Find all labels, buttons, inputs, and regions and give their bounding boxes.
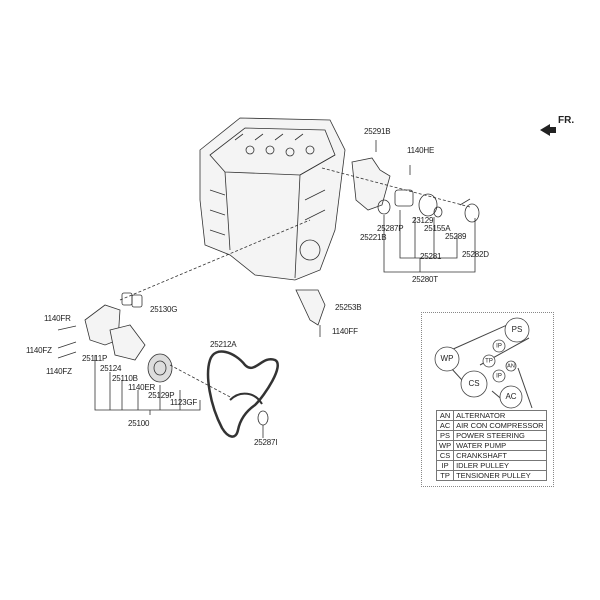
part-label: 1140HE — [407, 146, 435, 155]
part-label: 1140ER — [128, 383, 156, 392]
pulley-label: AN — [507, 363, 515, 369]
pulley-ip-2 — [492, 369, 506, 383]
part-label: 25130G — [150, 305, 178, 314]
legend-name: CRANKSHAFT — [453, 450, 547, 461]
legend-name: AIR CON COMPRESSOR — [453, 420, 547, 431]
part-label: 25100 — [128, 419, 150, 428]
legend-name: TENSIONER PULLEY — [453, 470, 547, 481]
part-label: 1140FF — [332, 327, 358, 336]
pulley-label: AC — [505, 392, 516, 401]
part-label: 25110B — [112, 374, 138, 383]
part-label: 25282D — [462, 250, 489, 259]
part-label: 1140FZ — [46, 367, 72, 376]
part-label: 1123GF — [170, 398, 198, 407]
legend-code: TP — [435, 470, 455, 481]
legend-name: ALTERNATOR — [453, 410, 547, 421]
part-label: 25253B — [335, 303, 362, 312]
front-direction-label: FR. — [558, 115, 575, 126]
legend-code: WP — [435, 440, 455, 451]
pulley-label: TP — [485, 359, 493, 365]
part-label: 25129P — [148, 391, 175, 400]
legend-code: CS — [435, 450, 455, 461]
part-label: 25155A — [424, 224, 451, 233]
part-label: 25212A — [210, 340, 237, 349]
legend-name: IDLER PULLEY — [453, 460, 547, 471]
pulley-tp — [482, 354, 496, 368]
pulley-ps — [504, 317, 530, 343]
engine-block-drawing — [199, 117, 346, 281]
pulley-label: CS — [468, 379, 479, 388]
part-label: 25281 — [420, 252, 442, 261]
pulley-label: PS — [512, 325, 523, 334]
pulley-label: IP — [496, 374, 502, 380]
pulley-label: WP — [441, 354, 454, 363]
pulley-label: IP — [496, 344, 502, 350]
legend-code: AC — [435, 420, 455, 431]
legend-code: IP — [435, 460, 455, 471]
part-label: 25287I — [254, 438, 278, 447]
part-label: 25280T — [412, 275, 438, 284]
legend-code: AN — [435, 410, 455, 421]
pulley-an — [505, 360, 517, 372]
part-label: 25111P — [82, 354, 108, 363]
part-label: 25124 — [100, 364, 122, 373]
part-label: 25221B — [360, 233, 387, 242]
part-label: 25289 — [445, 232, 467, 241]
belt-routing-diagram: PS IP WP TP AN IP CS AC — [434, 317, 533, 409]
fr-arrow-icon — [540, 124, 556, 136]
legend-name: POWER STEERING — [453, 430, 547, 441]
part-label: 1140FZ — [26, 346, 52, 355]
pulley-ac — [499, 385, 523, 409]
pulley-cs — [460, 370, 488, 398]
part-label: 25291B — [364, 127, 391, 136]
legend-code: PS — [435, 430, 455, 441]
part-label: 1140FR — [44, 314, 71, 323]
legend-name: WATER PUMP — [453, 440, 547, 451]
pulley-wp — [434, 346, 460, 372]
part-label: 23129 — [412, 216, 434, 225]
part-label: 25287P — [377, 224, 404, 233]
pulley-ip — [492, 339, 506, 353]
